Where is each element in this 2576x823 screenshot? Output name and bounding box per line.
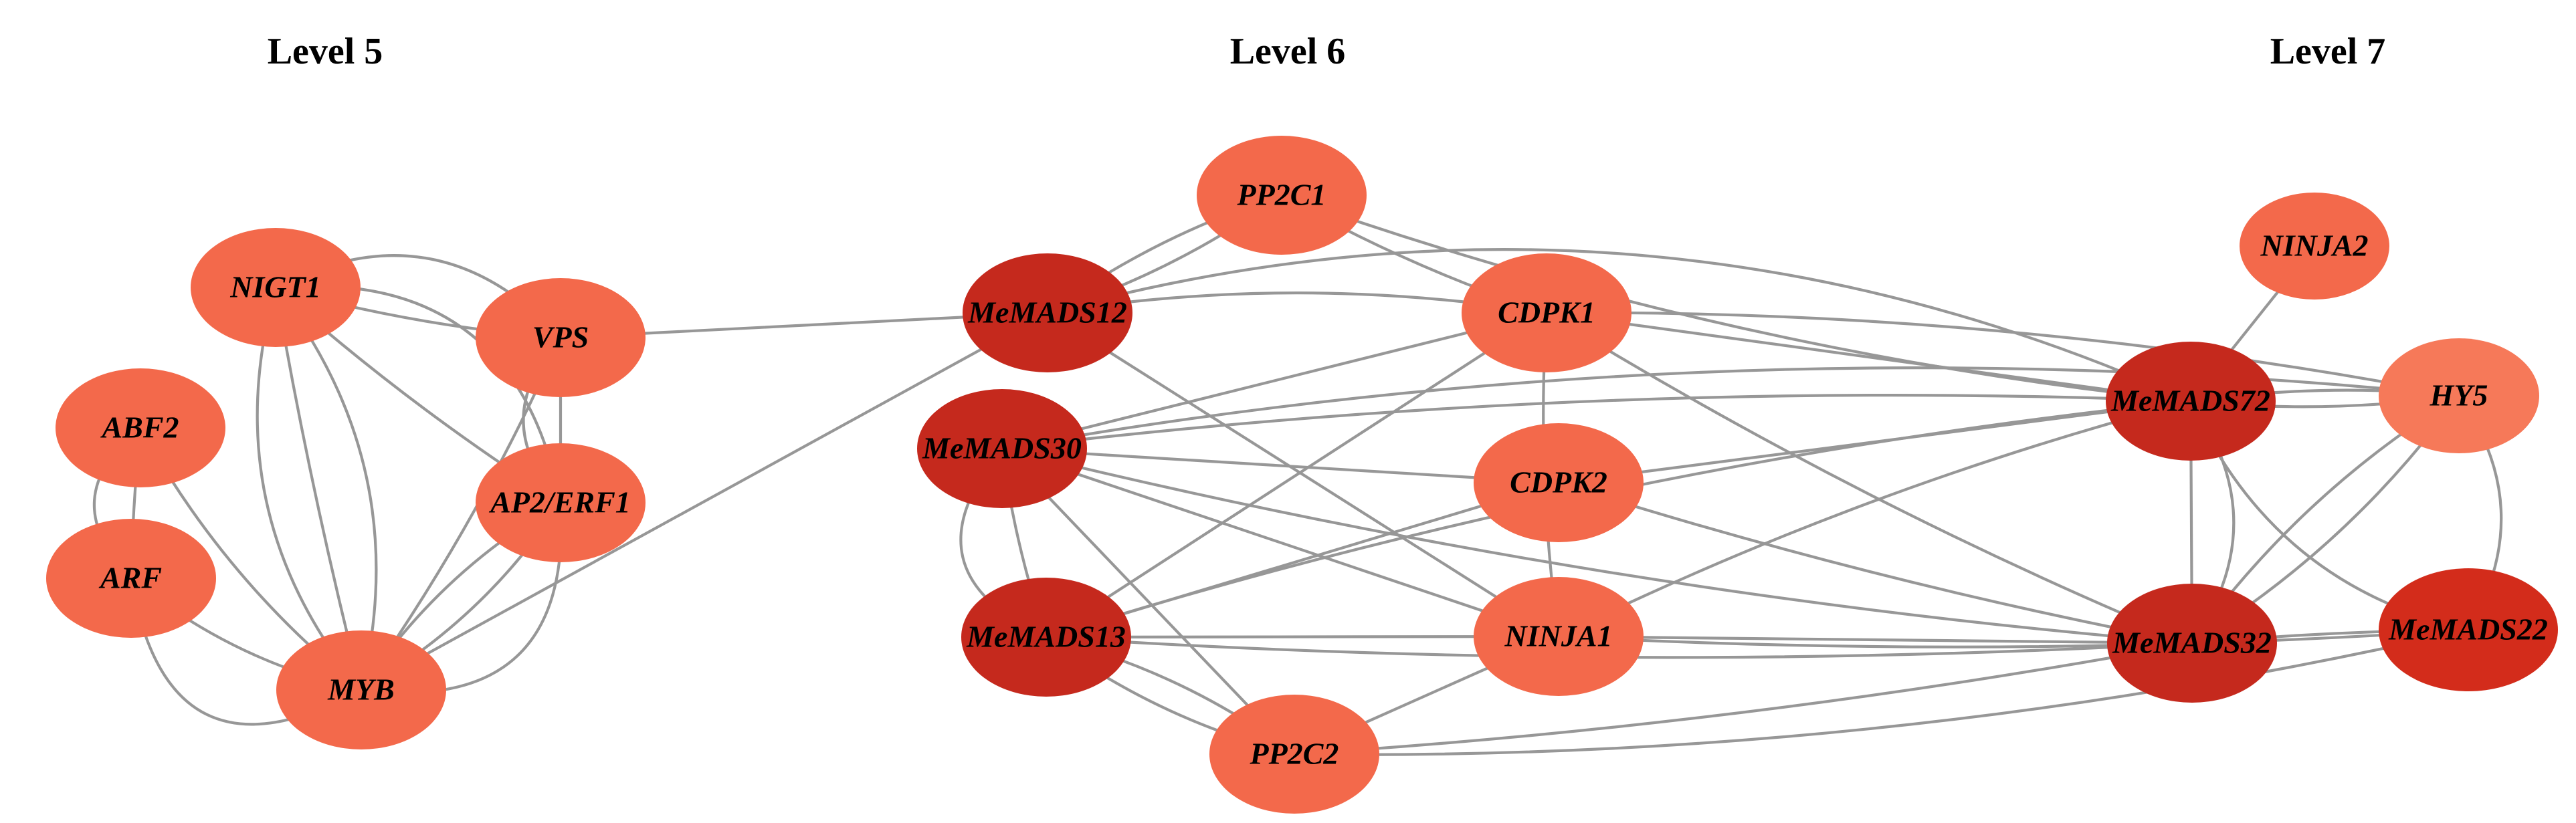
node-MeMADS72[interactable]: MeMADS72	[2106, 342, 2276, 461]
node-ellipse-CDPK2[interactable]	[1474, 423, 1644, 542]
node-ellipse-PP2C1[interactable]	[1197, 136, 1367, 255]
edge-MeMADS30--NINJA1-27	[1000, 447, 1561, 638]
edge-MeMADS12--MeMADS72-39	[1046, 248, 2193, 403]
node-VPS[interactable]: VPS	[476, 278, 646, 397]
node-PP2C2[interactable]: PP2C2	[1209, 695, 1379, 814]
node-NIGT1[interactable]: NIGT1	[191, 228, 361, 347]
node-NINJA2[interactable]: NINJA2	[2240, 193, 2389, 300]
node-MYB[interactable]: MYB	[276, 630, 446, 749]
node-ellipse-MeMADS30[interactable]	[917, 389, 1087, 508]
edge-PP2C1--MeMADS72-38	[1280, 193, 2193, 403]
node-ellipse-MeMADS32[interactable]	[2107, 584, 2277, 703]
node-ellipse-NINJA2[interactable]	[2240, 193, 2389, 300]
node-HY5[interactable]: HY5	[2379, 338, 2539, 453]
node-MeMADS30[interactable]: MeMADS30	[917, 389, 1087, 508]
node-ellipse-AP2/ERF1[interactable]	[476, 443, 646, 562]
node-NINJA1[interactable]: NINJA1	[1474, 577, 1644, 696]
edge-MeMADS30--MeMADS72-40	[1000, 393, 2193, 451]
edge-MeMADS12--NINJA1-24	[1046, 311, 1561, 638]
node-CDPK2[interactable]: CDPK2	[1474, 423, 1644, 542]
edge-CDPK1--HY5-46	[1545, 311, 2461, 398]
edge-MeMADS13--CDPK1-31	[1044, 311, 1549, 639]
node-ellipse-NIGT1[interactable]	[191, 228, 361, 347]
node-ABF2[interactable]: ABF2	[56, 368, 225, 487]
node-ellipse-CDPK1[interactable]	[1462, 253, 1631, 372]
edge-CDPK2--MeMADS72-48	[1557, 399, 2193, 485]
node-MeMADS32[interactable]: MeMADS32	[2107, 584, 2277, 703]
node-ARF[interactable]: ARF	[46, 519, 216, 638]
node-ellipse-MeMADS72[interactable]	[2106, 342, 2276, 461]
node-ellipse-NINJA1[interactable]	[1474, 577, 1644, 696]
edge-CDPK2--MeMADS32-49	[1557, 481, 2194, 645]
edge-PP2C2--MeMADS22-54	[1292, 628, 2470, 756]
node-ellipse-ABF2[interactable]	[56, 368, 225, 487]
edge-NINJA1--MeMADS32-51	[1557, 634, 2194, 645]
node-ellipse-VPS[interactable]	[476, 278, 646, 397]
level-5-title: Level 5	[267, 31, 383, 72]
node-ellipse-MeMADS12[interactable]	[963, 253, 1132, 372]
edge-MeMADS30--MeMADS32-41	[1000, 447, 2194, 645]
node-ellipse-ARF[interactable]	[46, 519, 216, 638]
node-PP2C1[interactable]: PP2C1	[1197, 136, 1367, 255]
node-ellipse-HY5[interactable]	[2379, 338, 2539, 453]
node-MeMADS22[interactable]: MeMADS22	[2379, 568, 2558, 691]
node-ellipse-MeMADS13[interactable]	[961, 578, 1131, 697]
node-AP2/ERF1[interactable]: AP2/ERF1	[476, 443, 646, 562]
node-MeMADS12[interactable]: MeMADS12	[963, 253, 1132, 372]
edge-NINJA1--MeMADS72-50	[1557, 399, 2193, 638]
node-MeMADS13[interactable]: MeMADS13	[961, 578, 1131, 697]
node-ellipse-PP2C2[interactable]	[1209, 695, 1379, 814]
node-ellipse-MYB[interactable]	[276, 630, 446, 749]
node-CDPK1[interactable]: CDPK1	[1462, 253, 1631, 372]
edge-NIGT1--MYB-6	[274, 285, 378, 692]
edge-PP2C2--MeMADS32-53	[1292, 641, 2194, 756]
edge-CDPK1--MeMADS72-45	[1545, 311, 2193, 403]
node-ellipse-MeMADS22[interactable]	[2379, 568, 2558, 691]
level-7-title: Level 7	[2270, 31, 2386, 72]
edge-MYB--MeMADS12-19	[359, 311, 1050, 692]
edge-NINJA1--MeMADS22-52	[1557, 628, 2470, 649]
level-6-title: Level 6	[1229, 31, 1346, 72]
edge-CDPK1--MeMADS32-47	[1545, 311, 2194, 645]
